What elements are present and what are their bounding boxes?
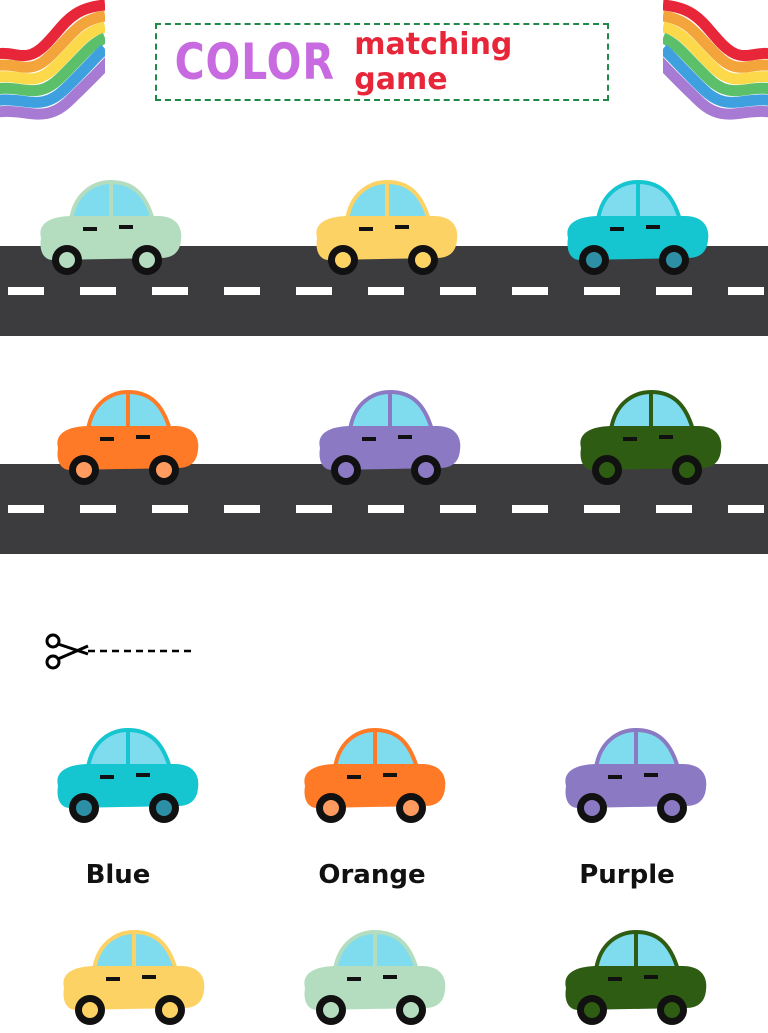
lane-marking xyxy=(80,287,116,295)
lane-marking xyxy=(296,287,332,295)
lane-marking xyxy=(584,287,620,295)
road-2 xyxy=(0,464,768,554)
lane-marking xyxy=(224,287,260,295)
rainbow-corner-right xyxy=(663,0,768,140)
rainbow-corner-left xyxy=(0,0,105,140)
lane-marking xyxy=(728,287,764,295)
lane-marking xyxy=(512,505,548,513)
lane-marking xyxy=(296,505,332,513)
lane-marking xyxy=(656,287,692,295)
lane-marking xyxy=(8,287,44,295)
road-car[interactable] xyxy=(573,388,723,488)
color-label-blue: Blue xyxy=(85,860,151,890)
lane-marking xyxy=(152,505,188,513)
title-subtitle: matching game xyxy=(354,27,513,97)
lane-marking xyxy=(584,505,620,513)
road-car[interactable] xyxy=(560,178,710,278)
cutout-car[interactable] xyxy=(50,726,200,826)
lane-marking xyxy=(512,287,548,295)
lane-marking xyxy=(152,287,188,295)
lane-marking xyxy=(440,505,476,513)
color-label-orange: Orange xyxy=(318,860,426,890)
lane-marking xyxy=(728,505,764,513)
lane-marking xyxy=(224,505,260,513)
title-color-word: COLOR xyxy=(174,33,335,91)
lane-marking xyxy=(8,505,44,513)
lane-marking xyxy=(80,505,116,513)
road-car[interactable] xyxy=(50,388,200,488)
color-label-purple: Purple xyxy=(579,860,675,890)
road-car[interactable] xyxy=(309,178,459,278)
scissors-icon xyxy=(45,633,89,670)
lane-marking xyxy=(656,505,692,513)
lane-marking xyxy=(368,505,404,513)
cutout-car[interactable] xyxy=(56,928,206,1028)
lane-marking xyxy=(368,287,404,295)
road-car[interactable] xyxy=(33,178,183,278)
cutout-car[interactable] xyxy=(558,928,708,1028)
cutout-car[interactable] xyxy=(558,726,708,826)
page-title: COLOR matching game xyxy=(155,23,609,101)
cutout-car[interactable] xyxy=(297,726,447,826)
lane-marking xyxy=(440,287,476,295)
cut-line xyxy=(44,630,194,674)
cutout-car[interactable] xyxy=(297,928,447,1028)
road-1 xyxy=(0,246,768,336)
road-car[interactable] xyxy=(312,388,462,488)
